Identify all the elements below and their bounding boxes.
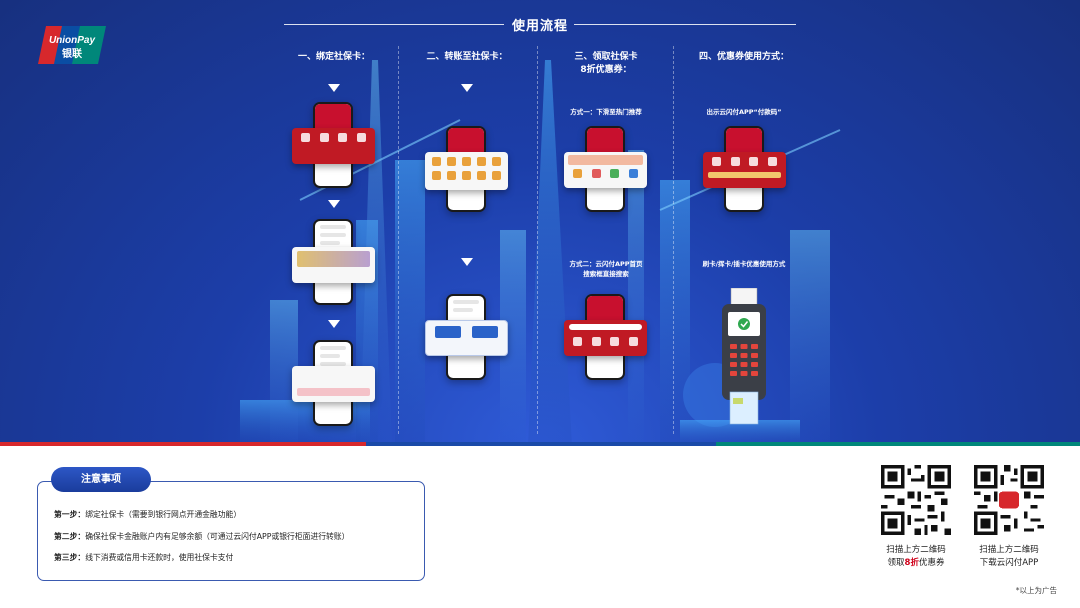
step-text: 线下消费或信用卡还款时，使用社保卡支付 (85, 553, 234, 562)
payment-code-popout (703, 152, 786, 188)
app-download-qr-code[interactable] (974, 465, 1044, 535)
process-banner: UnionPay 银联 使用流程 一、绑定社保卡： 二、转账至社保卡： (0, 0, 1080, 446)
color-band-blue (366, 442, 716, 446)
svg-text:银联: 银联 (62, 47, 82, 60)
step4-title: 四、优惠券使用方式： (698, 52, 789, 62)
down-arrow-icon (461, 84, 473, 92)
qr-label-line2: 领取8折优惠券 (887, 558, 945, 568)
column-divider (673, 46, 674, 434)
method2-label-line2: 搜索框直接搜索 (583, 270, 629, 278)
step-label: 第三步： (54, 553, 86, 562)
coupon-qr-label: 扫描上方二维码 领取8折优惠券 (871, 544, 961, 570)
ad-footnote: *以上为广告 (1015, 586, 1057, 595)
svg-text:UnionPay: UnionPay (49, 35, 96, 46)
step-text: 确保社保卡金融账户内有足够余额（可通过云闪付APP或银行柜面进行转账） (85, 532, 350, 541)
step1-title: 一、绑定社保卡： (297, 52, 370, 62)
step-text: 绑定社保卡（需要到银行网点开通金融功能） (85, 510, 242, 519)
transfer-menu-popout (425, 152, 508, 190)
discount-highlight: 8折 (904, 558, 919, 568)
down-arrow-icon (328, 200, 340, 208)
step-label: 第二步： (54, 532, 86, 541)
search-popout (564, 320, 647, 356)
column-divider (398, 46, 399, 434)
unionpay-logo: UnionPay 银联 (38, 26, 106, 64)
notice-title: 注意事项 (51, 467, 151, 492)
step3-title-line1: 三、领取社保卡 (574, 52, 638, 62)
step2-title: 二、转账至社保卡： (426, 52, 508, 62)
notice-box (37, 481, 425, 581)
card-payment-label: 刷卡/挥卡/插卡优惠使用方式 (702, 260, 786, 268)
step3-title-line2: 8折优惠券： (580, 65, 632, 75)
header-line-right (574, 24, 796, 25)
pos-terminal-icon (722, 288, 766, 425)
down-arrow-icon (328, 320, 340, 328)
down-arrow-icon (461, 258, 473, 266)
step-label: 第一步： (54, 510, 86, 519)
qr-label-line1: 扫描上方二维码 (979, 545, 1039, 555)
qr-label-line1: 扫描上方二维码 (886, 545, 946, 555)
app-home-popout (292, 128, 375, 164)
method2-label-line1: 方式二：云闪付APP首页 (569, 260, 643, 268)
app-qr-label: 扫描上方二维码 下载云闪付APP (964, 544, 1054, 570)
qr-label-line2: 下载云闪付APP (979, 558, 1039, 568)
notice-step-2: 第二步：确保社保卡金融账户内有足够余额（可通过云闪付APP或银行柜面进行转账） (54, 531, 349, 542)
down-arrow-icon (328, 84, 340, 92)
notice-step-1: 第一步：绑定社保卡（需要到银行网点开通金融功能） (54, 509, 241, 520)
card-confirm-popout (292, 366, 375, 402)
transfer-form-popout (425, 320, 508, 356)
card-binding-popout (292, 247, 375, 283)
hot-recommend-popout (564, 152, 647, 188)
method1-label: 方式一：下滑至热门推荐 (570, 108, 642, 116)
process-title: 使用流程 (511, 19, 568, 34)
header-line-left (284, 24, 504, 25)
color-band-green (716, 442, 1080, 446)
column-divider (537, 46, 538, 434)
payment-code-label: 出示云闪付APP“付款码” (706, 108, 782, 116)
notice-step-3: 第三步：线下消费或信用卡还款时，使用社保卡支付 (54, 552, 233, 563)
color-band-red (0, 442, 366, 446)
city-skyline-illustration (240, 60, 841, 446)
coupon-qr-code[interactable] (881, 465, 951, 535)
